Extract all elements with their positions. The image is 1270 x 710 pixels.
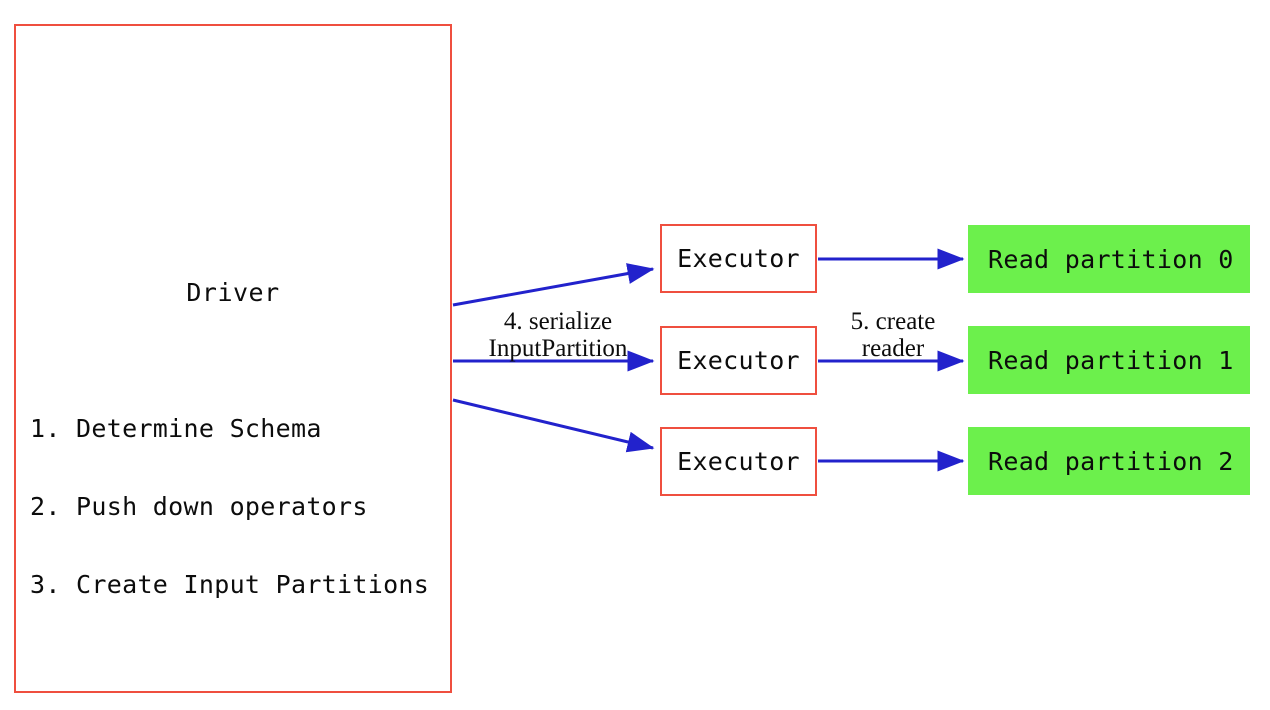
executor-box-1[interactable]: Executor bbox=[660, 224, 817, 293]
edge-label-serialize-line-2: InputPartition bbox=[488, 335, 628, 362]
edge-label-create-reader-line-1: 5. create bbox=[850, 308, 936, 335]
driver-box[interactable]: Driver 1. Determine Schema 2. Push down … bbox=[14, 24, 452, 693]
edge-label-create-reader-line-2: reader bbox=[861, 335, 925, 362]
partition-box-0[interactable]: Read partition 0 bbox=[968, 225, 1250, 293]
executor-box-2[interactable]: Executor bbox=[660, 326, 817, 395]
arrow-driver-to-executor-1 bbox=[452, 263, 655, 307]
driver-step-2: 2. Push down operators bbox=[30, 492, 368, 521]
partition-box-1[interactable]: Read partition 1 bbox=[968, 326, 1250, 394]
arrow-driver-to-executor-3 bbox=[452, 398, 655, 453]
edge-label-create-reader: 5. create reader bbox=[823, 308, 963, 362]
partition-box-2[interactable]: Read partition 2 bbox=[968, 427, 1250, 495]
driver-step-3: 3. Create Input Partitions bbox=[30, 570, 430, 599]
driver-step-1: 1. Determine Schema bbox=[30, 414, 322, 443]
driver-title: Driver bbox=[186, 278, 280, 307]
executor-box-3[interactable]: Executor bbox=[660, 427, 817, 496]
driver-steps-list: 1. Determine Schema 2. Push down operato… bbox=[30, 364, 429, 650]
edge-label-serialize: 4. serialize InputPartition bbox=[458, 308, 658, 362]
edge-label-serialize-line-1: 4. serialize bbox=[503, 308, 613, 335]
